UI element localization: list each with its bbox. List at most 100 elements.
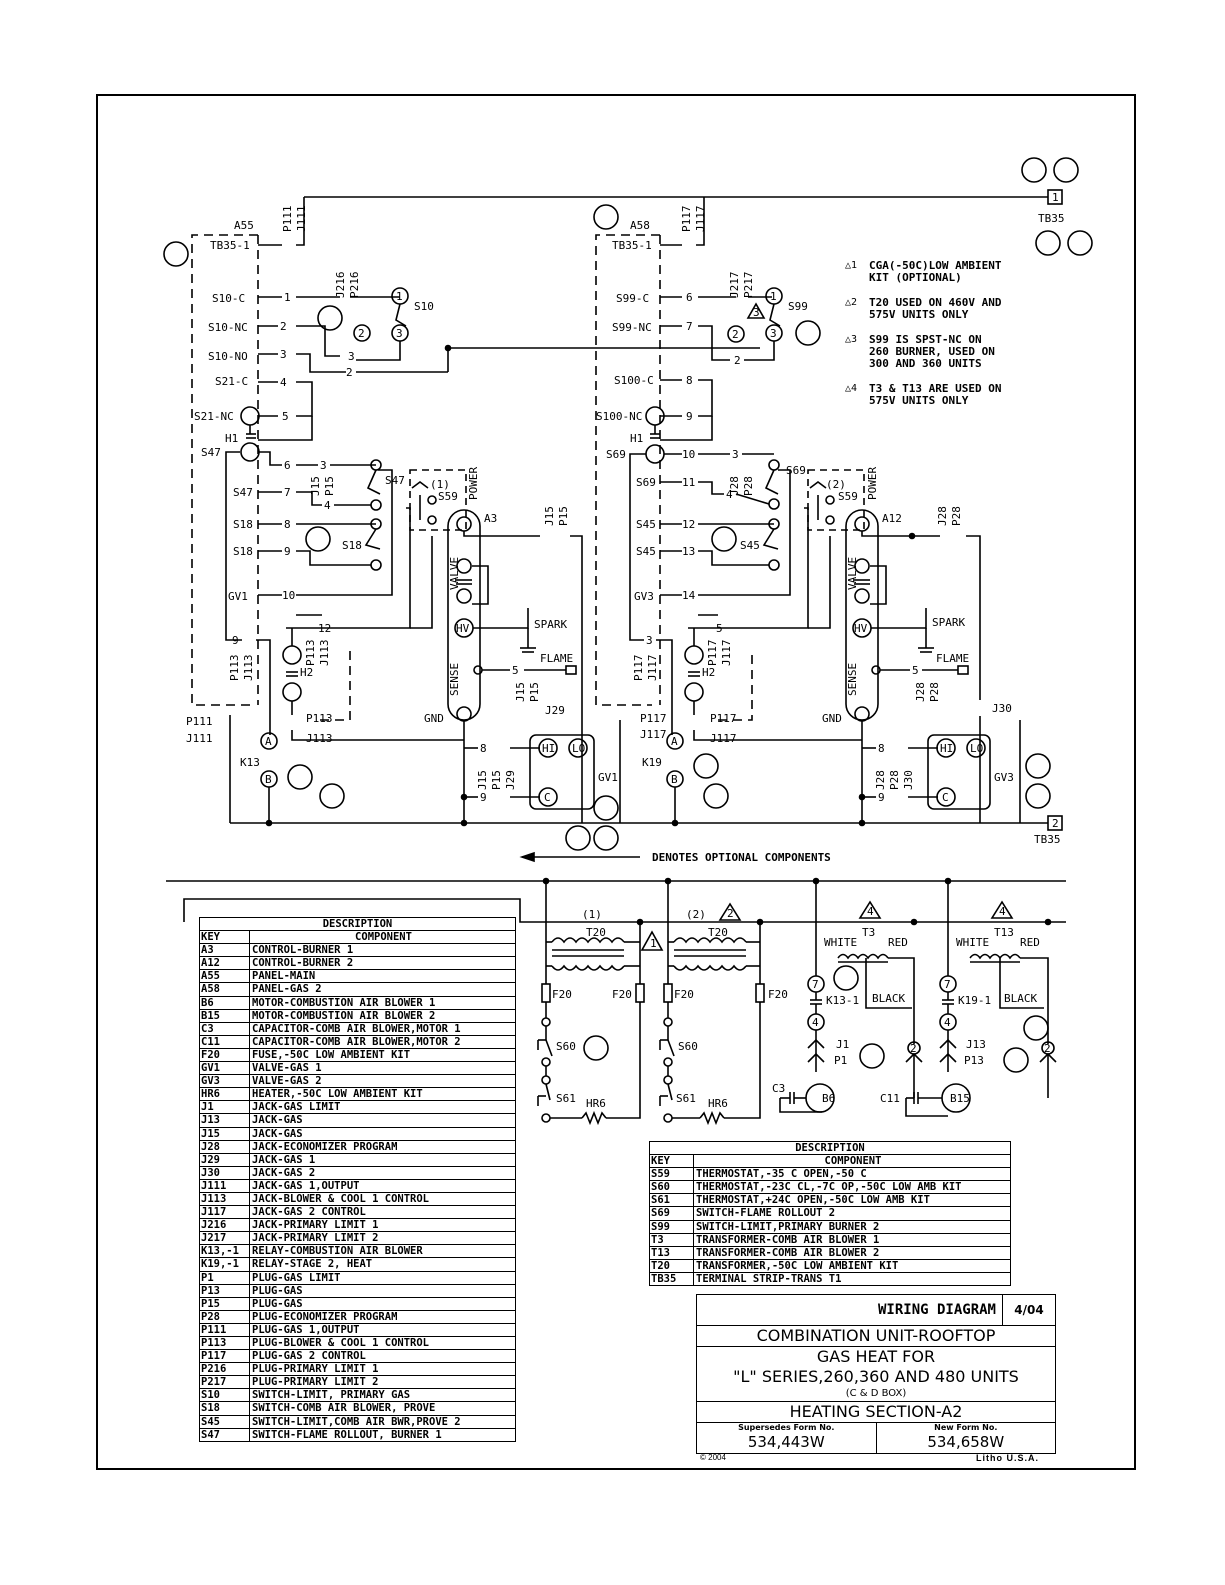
table-component-cell: RELAY-COMBUSTION AIR BLOWER [252,1245,423,1258]
label-s99: S99 [788,300,808,313]
control-burner-2 [845,509,879,721]
table-key-cell: A58 [200,983,250,996]
table-component-cell: JACK-GAS 2 CONTROL [252,1206,366,1219]
table-component-cell: JACK-GAS LIMIT [252,1101,341,1114]
table-component-cell: RELAY-STAGE 2, HEAT [252,1258,373,1271]
table-component-cell: TRANSFORMER-COMB AIR BLOWER 1 [696,1233,880,1246]
label-p13: P13 [964,1054,984,1067]
note-4-text: T3 & T13 ARE USED ON 575V UNITS ONLY [869,382,1002,407]
table-component-cell: SWITCH-LIMIT,PRIMARY BURNER 2 [696,1220,880,1233]
label-s47-switch: S47 [385,474,405,487]
table-key-cell: HR6 [200,1088,250,1101]
label-j28-gv3: J28 [874,770,887,790]
label-s61-2: S61 [676,1092,696,1105]
label-k19-1: K19-1 [958,994,991,1007]
table-key-cell: T13 [650,1246,694,1259]
table-component-cell: TERMINAL STRIP-TRANS T1 [696,1272,842,1285]
table-component-cell: TRANSFORMER-COMB AIR BLOWER 2 [696,1246,880,1259]
svg-text:2: 2 [732,328,739,341]
label-a3: A3 [484,512,497,525]
label-s60-1: S60 [556,1040,576,1053]
svg-text:4: 4 [324,499,331,512]
label-lower-n2: (2) [686,908,706,921]
label-j111-bottom: J111 [186,732,213,745]
new-form-label: New Form No. [934,1423,998,1432]
table-main-title: DESCRIPTION [200,918,515,932]
table-component-cell: SWITCH-FLAME ROLLOUT 2 [696,1207,836,1220]
table-key-cell: A12 [200,957,250,970]
svg-text:9: 9 [284,545,291,558]
label-gv3-valve: GV3 [994,771,1014,784]
label-black-1: BLACK [872,992,905,1005]
label-s47-left: S47 [201,446,221,459]
label-power-1: POWER [467,467,480,500]
label-n2-s59: (2) [826,478,846,491]
label-spark-2: SPARK [932,616,965,629]
svg-text:3: 3 [753,306,760,319]
table-key-cell: J216 [200,1219,250,1232]
svg-text:3: 3 [280,348,287,361]
gas-valve-2 [927,734,991,810]
table-component-cell: MOTOR-COMBUSTION AIR BLOWER 2 [252,1009,436,1022]
table-key-cell: J111 [200,1179,250,1192]
label-b6: B6 [822,1092,835,1105]
label-h1-right: H1 [630,432,643,445]
label-j117-bottom-a: J117 [640,728,667,741]
table-key-cell: S59 [650,1168,694,1181]
label-p28-flame: P28 [928,682,941,702]
svg-text:3: 3 [348,350,355,363]
table-key-cell: S60 [650,1181,694,1194]
label-p15-s47: P15 [323,476,336,496]
svg-text:2: 2 [734,354,741,367]
label-gnd-1: GND [424,712,444,725]
svg-text:2: 2 [1044,1042,1051,1055]
table-component-cell: THERMOSTAT,+24C OPEN,-50C LOW AMB KIT [696,1194,930,1207]
svg-text:10: 10 [682,448,695,461]
label-b15: B15 [950,1092,970,1105]
label-k13-a: A [265,735,272,748]
tb35-label-top: TB35 [1038,212,1065,225]
label-gv3-terminal: GV3 [634,590,654,603]
svg-text:6: 6 [686,291,693,304]
table-key-cell: T20 [650,1259,694,1272]
svg-text:4: 4 [999,905,1006,918]
label-s99-c: S99-C [616,292,649,305]
label-j15-a3: J15 [543,506,556,526]
label-j30-gv3: J30 [902,770,915,790]
svg-text:3: 3 [770,327,777,340]
label-hv-1: HV [456,622,470,635]
table-key-cell: P216 [200,1363,250,1376]
label-f20-a: F20 [552,988,572,1001]
table-key-cell: A55 [200,970,250,983]
label-j28-a12: J28 [936,506,949,526]
label-s61-1: S61 [556,1092,576,1105]
svg-text:9: 9 [686,410,693,423]
table-component-cell: PLUG-GAS 1,OUTPUT [252,1323,360,1336]
label-gv1-lo: LO [572,742,585,755]
svg-text:9: 9 [480,791,487,804]
svg-text:2: 2 [910,1042,917,1055]
title-heading: WIRING DIAGRAM [877,1302,996,1318]
label-white-1: WHITE [824,936,857,949]
table-component-cell: HEATER,-50C LOW AMBIENT KIT [252,1088,423,1101]
label-p216: P216 [348,272,361,299]
svg-text:14: 14 [682,589,696,602]
table-component-cell: TRANSFORMER,-50C LOW AMBIENT KIT [696,1259,899,1272]
copyright: © 2004 [700,1453,726,1462]
svg-text:1: 1 [284,291,291,304]
label-j15-gv1: J15 [476,770,489,790]
svg-text:3: 3 [320,459,327,472]
label-j15-s47: J15 [309,476,322,496]
label-s18-switch: S18 [342,539,362,552]
